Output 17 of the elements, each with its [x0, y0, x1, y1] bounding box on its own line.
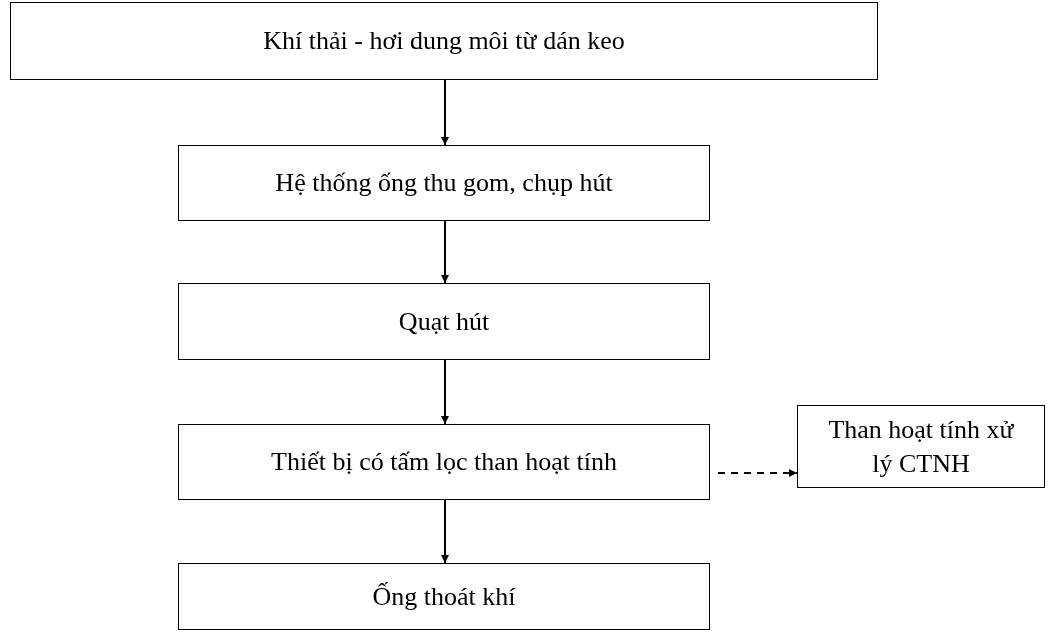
process-box [797, 405, 1045, 488]
process-box [178, 424, 710, 500]
box-label: Khí thải - hơi dung môi từ dán keo [263, 25, 625, 58]
process-box [178, 145, 710, 221]
arrow [441, 79, 449, 146]
box-label: Than hoạt tính xử lý CTNH [827, 413, 1016, 480]
process-box [178, 563, 710, 630]
process-box [178, 283, 710, 360]
box-label: Ống thoát khí [372, 580, 516, 613]
box-label: Quạt hút [398, 305, 490, 338]
arrow [441, 499, 449, 564]
box-label: Thiết bị có tấm lọc than hoạt tính [271, 446, 617, 479]
arrow [717, 469, 798, 477]
process-box [10, 2, 878, 80]
box-label: Hệ thống ống thu gom, chụp hút [275, 167, 613, 200]
arrow [441, 359, 449, 425]
arrow [441, 220, 449, 284]
